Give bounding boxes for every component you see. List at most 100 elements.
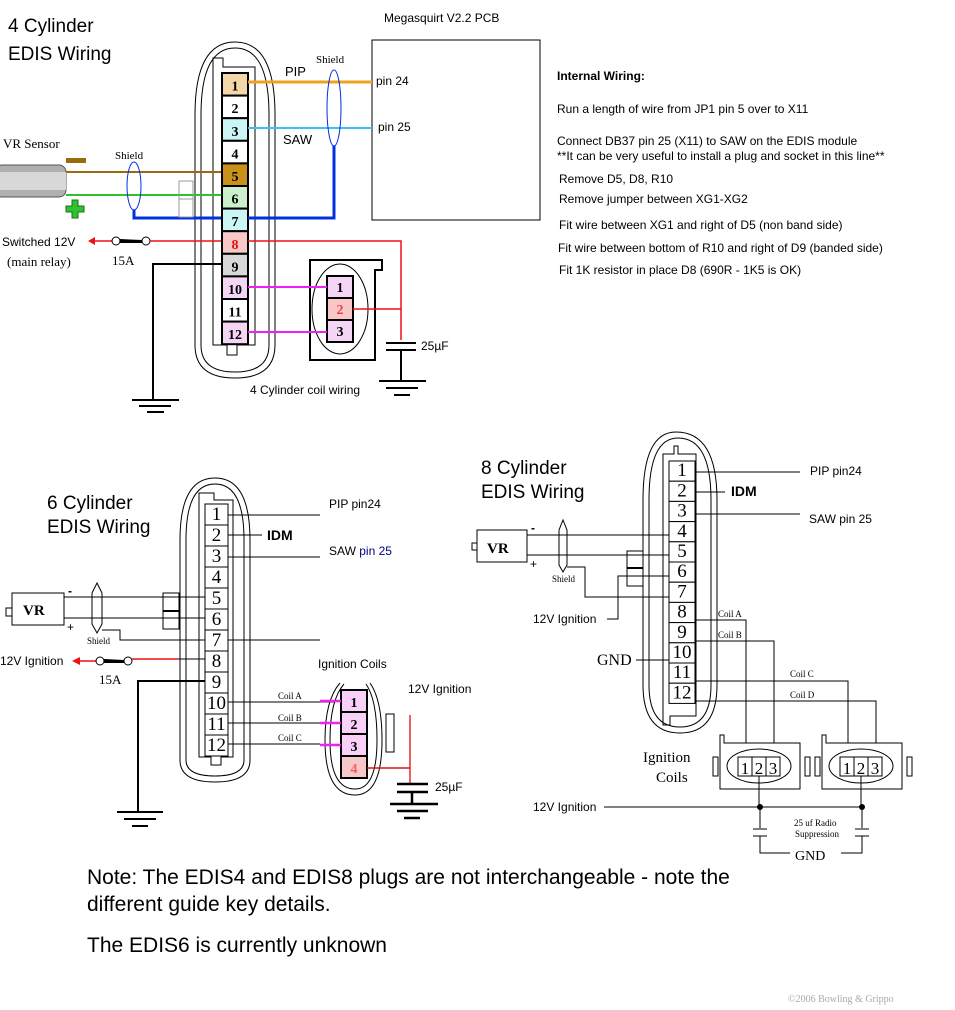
edis4-pin-label: 3 — [232, 125, 239, 140]
edis4-pin-label: 11 — [228, 306, 241, 321]
coil-pack-pin-label: 2 — [755, 759, 764, 778]
edis4-title-line1: 4 Cylinder — [8, 16, 94, 37]
capacitor-icon — [390, 782, 438, 820]
edis6-coils-caption: Ignition Coils — [318, 657, 387, 671]
coil-b-label: Coil B — [718, 630, 742, 640]
edis6-pin-label: 11 — [207, 714, 225, 735]
edis6-vr-label: VR — [23, 603, 45, 619]
edis4-pin-label: 10 — [228, 283, 242, 298]
edis6-cap-label: 25µF — [435, 780, 463, 794]
coil-a-label: Coil A — [718, 609, 742, 619]
note-line1: Note: The EDIS4 and EDIS8 plugs are not … — [87, 866, 730, 889]
shield-label-top: Shield — [316, 54, 345, 66]
edis6-coil-ignition-label: 12V Ignition — [408, 682, 471, 696]
pcb-title: Megasquirt V2.2 PCB — [384, 11, 499, 25]
bottom-gnd-label: GND — [795, 849, 825, 864]
internal-line: Connect DB37 pin 25 (X11) to SAW on the … — [557, 134, 857, 148]
arrow-left-icon — [72, 657, 80, 665]
pip-label: PIP — [285, 64, 306, 79]
edis6-shield-icon — [91, 581, 103, 635]
edis6-pin-label: 7 — [212, 630, 222, 651]
edis8-saw-label: SAW — [809, 512, 837, 526]
ground-icon — [132, 399, 179, 413]
pcb-pin25-label: pin 25 — [378, 120, 411, 134]
plus-icon — [65, 199, 85, 219]
edis6-pin-label: 1 — [212, 504, 222, 525]
edis8-bottom-ignition-label: 12V Ignition — [533, 800, 596, 814]
edis6-pin-label: 10 — [207, 693, 226, 714]
edis8-title-line1: 8 Cylinder — [481, 458, 567, 479]
vr-sensor-label: VR Sensor — [3, 136, 60, 151]
edis4-pin-label: 9 — [232, 260, 239, 275]
edis4-pin-label: 1 — [232, 80, 239, 95]
fuse-icon — [120, 239, 142, 243]
coil-b-label: Coil B — [278, 713, 302, 723]
edis8-pin-label: 12 — [673, 682, 692, 703]
ignition-coils-line1: Ignition — [643, 750, 691, 766]
internal-line: Remove D5, D8, R10 — [559, 172, 673, 186]
edis8-gnd-label: GND — [597, 652, 632, 669]
edis8-plus: + — [530, 557, 537, 571]
edis4-pin-label: 6 — [232, 193, 239, 208]
edis6-shield-label: Shield — [87, 636, 111, 646]
edis6-connector-housing — [179, 477, 251, 783]
capacitor-icon — [379, 342, 426, 396]
suppression-capacitors — [753, 807, 869, 854]
shield-label-vr: Shield — [115, 150, 144, 162]
fuse-icon — [104, 659, 124, 663]
coil-pack-pin-label: 1 — [843, 759, 852, 778]
edis6-saw-label: SAW — [329, 544, 357, 558]
edis8-ignition-label: 12V Ignition — [533, 612, 596, 626]
edis8-pin-label: 7 — [677, 581, 687, 602]
edis6-coil-pin-label: 4 — [351, 762, 358, 777]
edis6-coil-pin-label: 1 — [351, 696, 358, 711]
ignition-coils-line2: Coils — [656, 770, 688, 786]
fuse-terminal-right — [141, 236, 151, 246]
edis8-pin-label: 5 — [677, 541, 687, 562]
coil-pack-pin — [867, 756, 883, 777]
coil-pack-housing — [719, 734, 801, 790]
edis6-pip-label: PIP pin24 — [329, 497, 381, 511]
edis6-plus: + — [67, 620, 74, 634]
note-line2: different guide key details. — [87, 893, 331, 916]
internal-line: Remove jumper between XG1-XG2 — [559, 192, 748, 206]
edis4-pin-label: 4 — [232, 147, 239, 162]
edis6-vr-box — [11, 592, 65, 626]
edis8-pin-cell — [668, 682, 696, 704]
edis6-pin-cell — [204, 734, 229, 757]
internal-line: Fit 1K resistor in place D8 (690R - 1K5 … — [559, 263, 801, 277]
edis6-pin-label: 4 — [212, 567, 222, 588]
internal-line: Run a length of wire from JP1 pin 5 over… — [557, 102, 809, 116]
edis8-pip-label: PIP pin24 — [810, 464, 862, 478]
pcb-pin24-label: pin 24 — [376, 74, 409, 88]
edis8-shield-label: Shield — [552, 574, 576, 584]
coil-pack-pin-label: 3 — [871, 759, 880, 778]
suppression-line1: 25 uf Radio — [794, 818, 837, 828]
edis6-minus: - — [68, 584, 72, 598]
main-relay-label: (main relay) — [7, 254, 71, 269]
edis6-idm-label: IDM — [267, 527, 293, 543]
note-line3: The EDIS6 is currently unknown — [87, 934, 387, 957]
edis4-pin-label: 2 — [232, 102, 239, 117]
ground-icon — [117, 811, 163, 827]
coil-a-label: Coil A — [278, 691, 302, 701]
coil-caption: 4 Cylinder coil wiring — [250, 383, 360, 397]
edis8-shield-icon — [558, 518, 568, 574]
edis4-pin-label: 5 — [232, 170, 239, 185]
edis8-pin-label: 3 — [677, 501, 687, 522]
notes: Note: The EDIS4 and EDIS8 plugs are not … — [87, 866, 894, 1005]
edis6-fuse-label: 15A — [99, 672, 122, 687]
edis8-pin-label: 6 — [677, 561, 687, 582]
edis8-pin-label: 9 — [677, 622, 687, 643]
edis6-pin-label: 2 — [212, 525, 222, 546]
edis8-minus: - — [531, 521, 535, 535]
coil-d-label: Coil D — [790, 690, 815, 700]
edis8-idm-label: IDM — [731, 483, 757, 499]
edis6-pin-label: 3 — [212, 546, 222, 567]
